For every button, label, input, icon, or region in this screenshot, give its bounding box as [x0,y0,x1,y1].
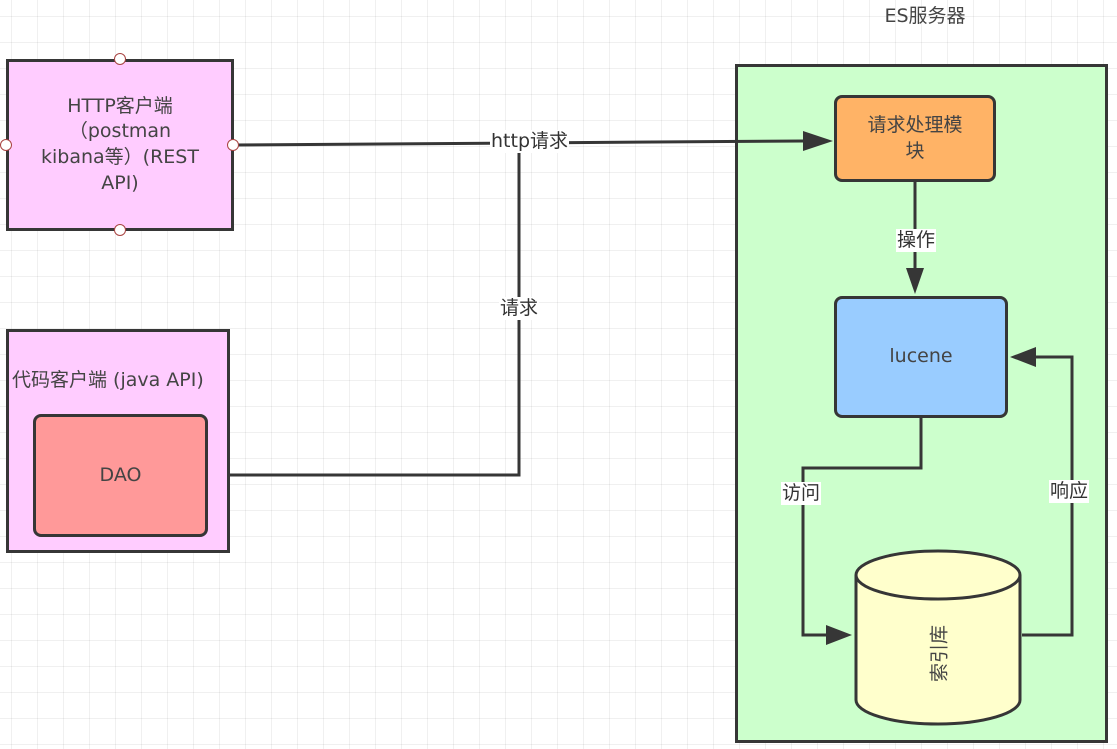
index-store-label: 索引库 [928,625,951,683]
connection-handle-left[interactable] [0,139,12,151]
connection-handle-right[interactable] [227,139,239,151]
edge-label-http-request: http请求 [490,130,570,153]
lucene-label: lucene [889,345,953,368]
arrowhead-access [826,625,852,645]
http-client-line-3: kibana等）(REST [41,146,199,168]
request-module-label: 请求处理模 块 [867,113,962,164]
http-client-line-2: （postman [68,120,172,143]
edge-label-response: 响应 [1049,480,1090,503]
es-server-title: ES服务器 [884,5,966,27]
http-client-line-4: API) [101,171,139,194]
code-client-label: 代码客户端 (java API) [12,369,204,391]
http-client-label: HTTP客户端 （postman kibana等）(REST API) [41,94,199,197]
connection-handle-bottom[interactable] [114,224,126,236]
request-module-line-2: 块 [905,139,925,162]
arrowhead-operate [906,268,924,294]
edge-label-operate: 操作 [896,229,937,252]
edge-dao-request[interactable] [207,150,521,477]
edge-access[interactable] [801,417,923,637]
dao-label: DAO [99,463,142,486]
dao-node[interactable]: DAO [33,414,208,537]
arrowhead-http [803,131,833,151]
lucene-node[interactable]: lucene [834,296,1008,418]
http-client-node[interactable]: HTTP客户端 （postman kibana等）(REST API) [6,59,234,231]
edge-label-access: 访问 [781,482,822,505]
http-client-line-1: HTTP客户端 [67,94,173,117]
edge-label-request: 请求 [499,297,540,320]
request-module-node[interactable]: 请求处理模 块 [834,95,996,182]
arrowhead-response [1010,347,1036,367]
connection-handle-top[interactable] [114,53,126,65]
index-store-cylinder[interactable] [854,549,1022,726]
request-module-line-1: 请求处理模 [867,113,963,136]
